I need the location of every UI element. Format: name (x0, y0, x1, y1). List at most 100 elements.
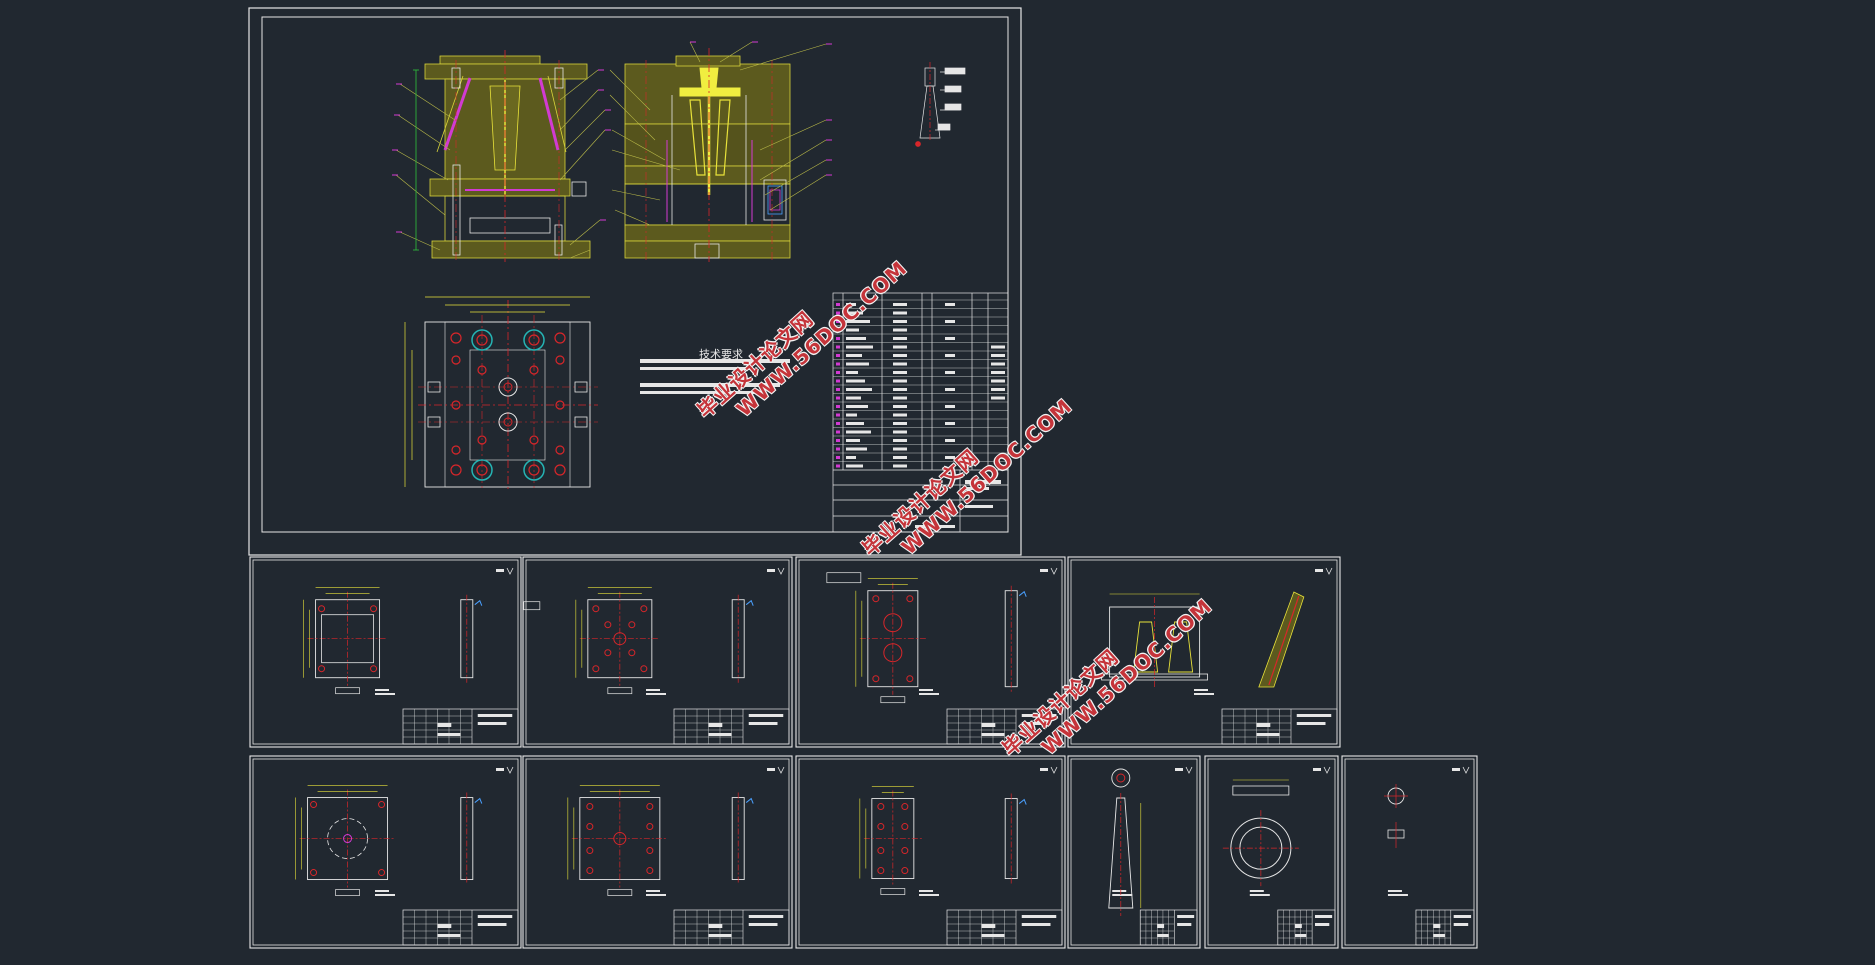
sheet-inner-frame (1070, 559, 1338, 745)
bracket-rib (1133, 621, 1194, 673)
roughness-note (767, 569, 775, 572)
top-view-hole (1116, 773, 1126, 783)
row-text-bar (893, 388, 907, 391)
row-text-bar (991, 379, 1005, 383)
tolerance-box (335, 889, 360, 896)
row-text-bar (991, 388, 1005, 391)
note-text-bar (1249, 894, 1270, 896)
hole (906, 595, 914, 603)
title-text-bar (477, 923, 507, 926)
title-block-text-bar (915, 525, 955, 528)
roughness-symbol-icon (1325, 567, 1333, 575)
slide-axis (1268, 595, 1300, 686)
angled-slide (1258, 591, 1305, 688)
detail-sheet (795, 755, 1066, 949)
hole (628, 621, 636, 629)
roughness-note (1175, 768, 1183, 771)
row-text-bar (991, 396, 1005, 400)
tolerance-box (335, 687, 360, 695)
datum-box (523, 601, 541, 611)
row-text-bar (893, 303, 907, 306)
note-text-bar (919, 693, 939, 695)
note-text-bar (646, 890, 660, 892)
center-hole (343, 834, 353, 844)
title-text-bar (1296, 722, 1326, 725)
title-text-bar (1157, 924, 1165, 928)
row-text-bar (846, 337, 866, 340)
row-text-bar (991, 354, 1005, 357)
row-text-bar (846, 422, 864, 425)
row-text-bar (945, 405, 955, 408)
hole (872, 595, 880, 603)
row-index-mark (836, 328, 840, 332)
title-text-bar (1314, 923, 1330, 926)
sheet-inner-frame (525, 559, 790, 745)
surface-finish-icon (1018, 590, 1027, 597)
note-text-bar (919, 689, 933, 691)
row-text-bar (893, 464, 907, 468)
roughness-note (1040, 768, 1048, 771)
row-index-mark (836, 456, 840, 459)
roughness-symbol-icon (506, 567, 514, 575)
row-text-bar (846, 447, 867, 451)
sheet-outer-frame (522, 556, 793, 748)
title-text-bar (1433, 924, 1441, 928)
row-index-mark (836, 311, 840, 315)
note-text-bar (375, 689, 389, 691)
row-text-bar (846, 345, 873, 349)
row-text-bar (991, 362, 1005, 366)
sheet-inner-frame (252, 559, 519, 745)
title-text-bar (981, 924, 996, 928)
surface-finish-icon (745, 797, 754, 804)
detail-sheet (795, 556, 1066, 748)
row-text-bar (945, 371, 955, 374)
row-text-bar (945, 422, 955, 425)
surface-finish-icon (474, 797, 483, 804)
detail-sheet (522, 755, 793, 949)
title-text-bar (477, 722, 507, 725)
title-text-bar (1453, 923, 1469, 926)
title-text-bar (1294, 924, 1302, 928)
row-index-mark (836, 320, 840, 323)
hole (901, 867, 909, 875)
row-text-bar (893, 430, 907, 434)
title-text-bar (708, 733, 732, 736)
row-index-mark (836, 413, 840, 417)
roughness-symbol-icon (506, 766, 514, 774)
main-assembly-sheet (248, 7, 1022, 556)
sheet-inner-frame (798, 758, 1063, 946)
hole (640, 665, 648, 673)
detail-sheet (522, 556, 793, 748)
title-block-text-bar (965, 480, 1001, 484)
hole (613, 632, 627, 646)
hole (586, 847, 594, 855)
row-text-bar (893, 456, 907, 459)
hole (872, 675, 880, 683)
hole (613, 832, 627, 846)
roughness-note (1315, 569, 1323, 572)
sheet-outer-frame (249, 755, 522, 949)
hole (646, 867, 654, 875)
sheet-outer-frame (1067, 755, 1201, 949)
row-text-bar (846, 320, 870, 323)
hole (592, 605, 600, 613)
title-text-bar (1157, 934, 1169, 937)
row-index-mark (836, 362, 840, 366)
top-view-circle (1111, 768, 1131, 788)
row-text-bar (846, 328, 859, 332)
title-text-bar (437, 934, 461, 937)
title-text-bar (708, 934, 732, 937)
parts-list-rows (833, 299, 1008, 462)
row-text-bar (846, 354, 862, 357)
technical-notes-lines (640, 359, 790, 394)
mold-front-section-view (392, 50, 611, 262)
title-text-bar (1453, 915, 1472, 918)
row-text-bar (846, 379, 865, 383)
row-text-bar (893, 439, 907, 442)
sheet-outer-frame (1341, 755, 1478, 949)
note-text-bar (375, 890, 389, 892)
hole (378, 801, 386, 809)
title-text-bar (708, 723, 723, 727)
detail-sheet (1067, 556, 1341, 748)
surface-finish-icon (1018, 798, 1027, 805)
